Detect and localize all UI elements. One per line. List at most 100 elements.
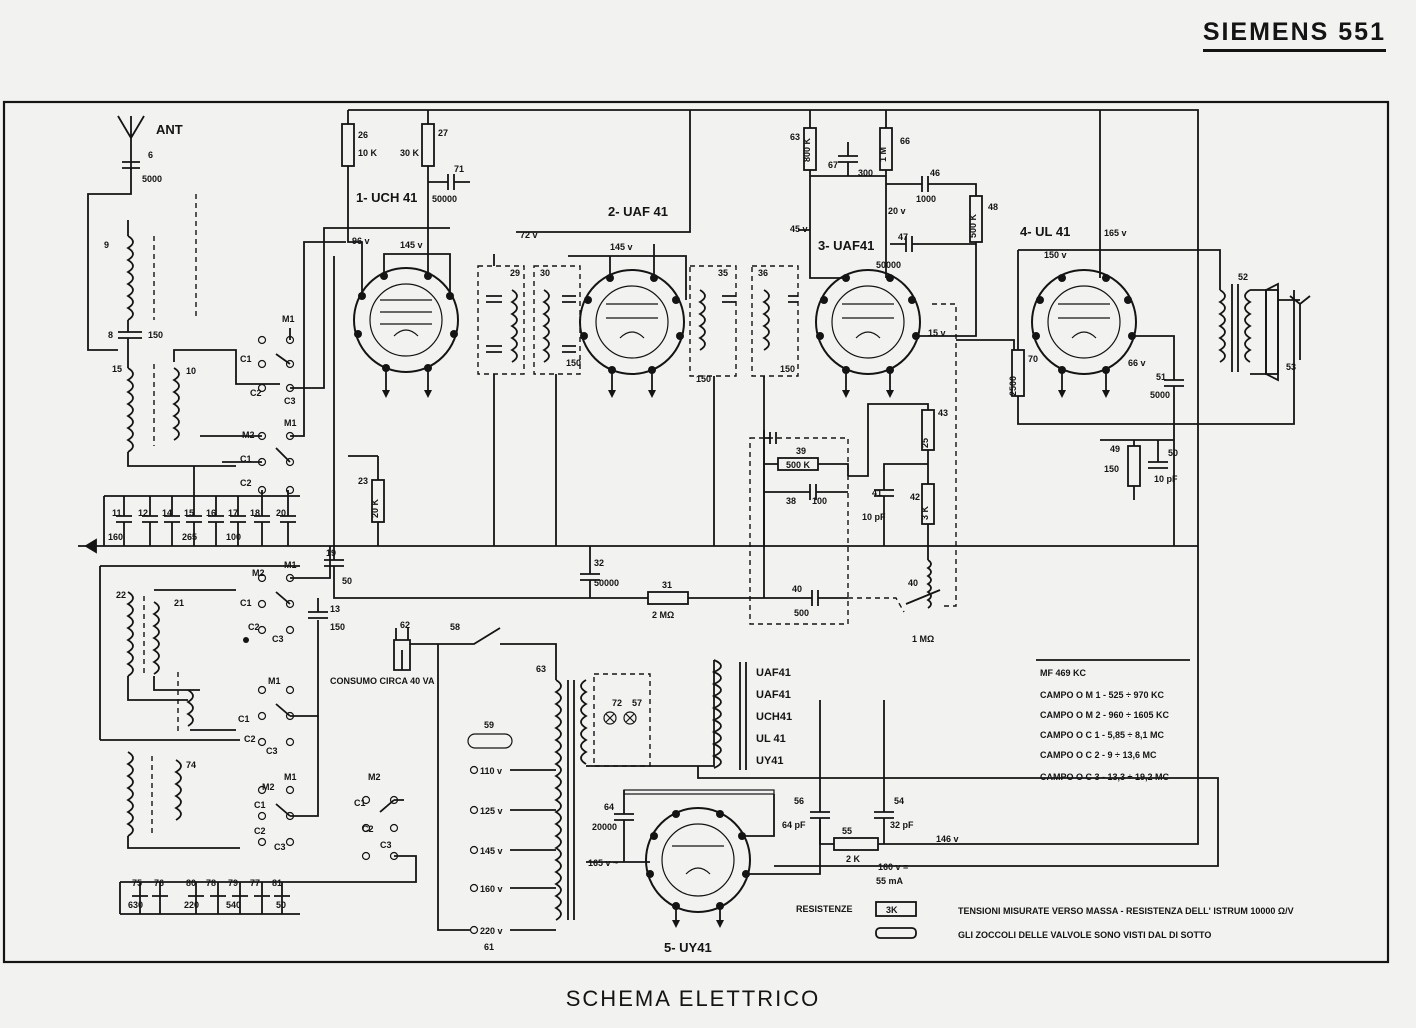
svg-text:32: 32: [594, 558, 604, 568]
tube-1-label: 1- UCH 41: [356, 190, 417, 205]
svg-text:CAMPO O M 1 - 525 ÷ 970 KC: CAMPO O M 1 - 525 ÷ 970 KC: [1040, 690, 1164, 700]
svg-text:C3: C3: [274, 842, 286, 852]
svg-text:26: 26: [358, 130, 368, 140]
svg-text:64 pF: 64 pF: [782, 820, 806, 830]
wave-switch-lower[interactable]: 22 21 74 M2 M1 C1 C2 C3 M1 C1 C2 C3 M2 M…: [99, 546, 417, 883]
svg-text:C3: C3: [284, 396, 296, 406]
svg-text:2 K: 2 K: [846, 854, 861, 864]
svg-text:25: 25: [920, 438, 930, 448]
svg-text:30 K: 30 K: [400, 148, 420, 158]
svg-text:58: 58: [450, 622, 460, 632]
c6-value: 5000: [142, 174, 162, 184]
c28-value: 150: [148, 330, 163, 340]
svg-text:10 pF: 10 pF: [1154, 474, 1178, 484]
antenna-symbol: ANT 6 5000: [87, 115, 183, 351]
legend: RESISTENZE 3K TENSIONI MISURATE VERSO MA…: [796, 901, 1294, 940]
svg-text:36: 36: [758, 268, 768, 278]
svg-text:500: 500: [794, 608, 809, 618]
wave-switch-upper[interactable]: M1 C1 C2 C3 M2 M1 C1 C2: [200, 227, 450, 495]
svg-text:63: 63: [536, 664, 546, 674]
tube-3-label: 3- UAF41: [818, 238, 874, 253]
ground-arrow-icon: [84, 538, 97, 554]
svg-text:CAMPO O C 3 - 13,3 ÷ 19,2 MC: CAMPO O C 3 - 13,3 ÷ 19,2 MC: [1040, 772, 1169, 782]
svg-text:55 mA: 55 mA: [876, 876, 904, 886]
svg-text:1 MΩ: 1 MΩ: [912, 634, 934, 644]
svg-text:100: 100: [812, 496, 827, 506]
svg-text:1000: 1000: [916, 194, 936, 204]
svg-text:27: 27: [438, 128, 448, 138]
svg-text:C3: C3: [266, 746, 278, 756]
svg-text:10 pF: 10 pF: [862, 512, 886, 522]
tube-4-ul41: 4- UL 41 2500 70 51 5000 165 v 150 v 66 …: [1008, 110, 1295, 546]
svg-text:18: 18: [250, 508, 260, 518]
smoothing-filter: 56 64 pF 55 2 K 54 32 pF 146 v 160 v = 5…: [697, 546, 1219, 886]
schematic-frame: [2, 100, 1390, 964]
svg-text:55: 55: [842, 826, 852, 836]
bplus-rail: [348, 109, 1199, 546]
svg-text:48: 48: [988, 202, 998, 212]
svg-text:53: 53: [1286, 362, 1296, 372]
svg-text:160 v =: 160 v =: [878, 862, 908, 872]
svg-text:265: 265: [182, 532, 197, 542]
svg-text:40: 40: [908, 578, 918, 588]
svg-text:49: 49: [1110, 444, 1120, 454]
svg-text:74: 74: [186, 760, 196, 770]
svg-text:22: 22: [116, 590, 126, 600]
svg-text:2 MΩ: 2 MΩ: [652, 610, 674, 620]
svg-text:M1: M1: [282, 314, 295, 324]
svg-text:50: 50: [276, 900, 286, 910]
svg-text:145 v: 145 v: [400, 240, 423, 250]
svg-text:M1: M1: [284, 772, 297, 782]
svg-text:UY41: UY41: [756, 755, 784, 767]
svg-text:300: 300: [858, 168, 873, 178]
svg-text:72: 72: [612, 698, 622, 708]
antenna-label: ANT: [156, 122, 183, 137]
svg-text:UL 41: UL 41: [756, 733, 786, 745]
svg-text:GLI ZOCCOLI DELLE VALVOLE SONO: GLI ZOCCOLI DELLE VALVOLE SONO VISTI DAL…: [958, 930, 1211, 940]
svg-text:62: 62: [400, 620, 410, 630]
svg-text:150: 150: [566, 358, 581, 368]
svg-text:1 M: 1 M: [878, 147, 888, 162]
svg-text:9: 9: [104, 240, 109, 250]
tube-2-label: 2- UAF 41: [608, 204, 668, 219]
svg-text:80: 80: [186, 878, 196, 888]
svg-text:57: 57: [632, 698, 642, 708]
svg-text:61: 61: [484, 942, 494, 952]
svg-text:35: 35: [718, 268, 728, 278]
svg-text:800 K: 800 K: [802, 137, 812, 162]
svg-text:67: 67: [828, 160, 838, 170]
svg-text:46: 46: [930, 168, 940, 178]
svg-text:50000: 50000: [876, 260, 901, 270]
svg-text:110 v: 110 v: [480, 766, 502, 776]
svg-text:UCH41: UCH41: [756, 711, 792, 723]
svg-text:M2: M2: [242, 430, 255, 440]
svg-text:145 v: 145 v: [610, 242, 633, 252]
svg-text:63: 63: [790, 132, 800, 142]
svg-text:C1: C1: [354, 798, 366, 808]
svg-text:2500: 2500: [1008, 376, 1018, 396]
svg-text:CAMPO O M 2 - 960 ÷ 1605 KC: CAMPO O M 2 - 960 ÷ 1605 KC: [1040, 710, 1169, 720]
svg-text:41: 41: [872, 488, 882, 498]
svg-text:C2: C2: [244, 734, 256, 744]
input-coils: 9 8 15 10 150: [104, 194, 280, 467]
svg-text:C1: C1: [240, 598, 252, 608]
svg-text:19: 19: [326, 548, 336, 558]
tube-4-label: 4- UL 41: [1020, 224, 1070, 239]
svg-text:10: 10: [186, 366, 196, 376]
svg-text:C1: C1: [238, 714, 250, 724]
svg-text:UAF41: UAF41: [756, 667, 791, 679]
output-transformer: 52 53: [1218, 272, 1311, 382]
svg-text:10 K: 10 K: [358, 148, 378, 158]
svg-text:15 v: 15 v: [928, 328, 946, 338]
svg-text:29: 29: [510, 268, 520, 278]
svg-text:40: 40: [792, 584, 802, 594]
svg-text:125 v: 125 v: [480, 806, 503, 816]
svg-text:RESISTENZE: RESISTENZE: [796, 904, 853, 914]
svg-text:3K: 3K: [886, 905, 898, 915]
filament-chain: UAF41 UAF41 UCH41 UL 41 UY41: [711, 659, 792, 770]
svg-text:76: 76: [154, 878, 164, 888]
if-transformer-1: 29 30 150: [477, 254, 581, 546]
svg-text:20 K: 20 K: [370, 498, 380, 518]
svg-text:59: 59: [484, 720, 494, 730]
